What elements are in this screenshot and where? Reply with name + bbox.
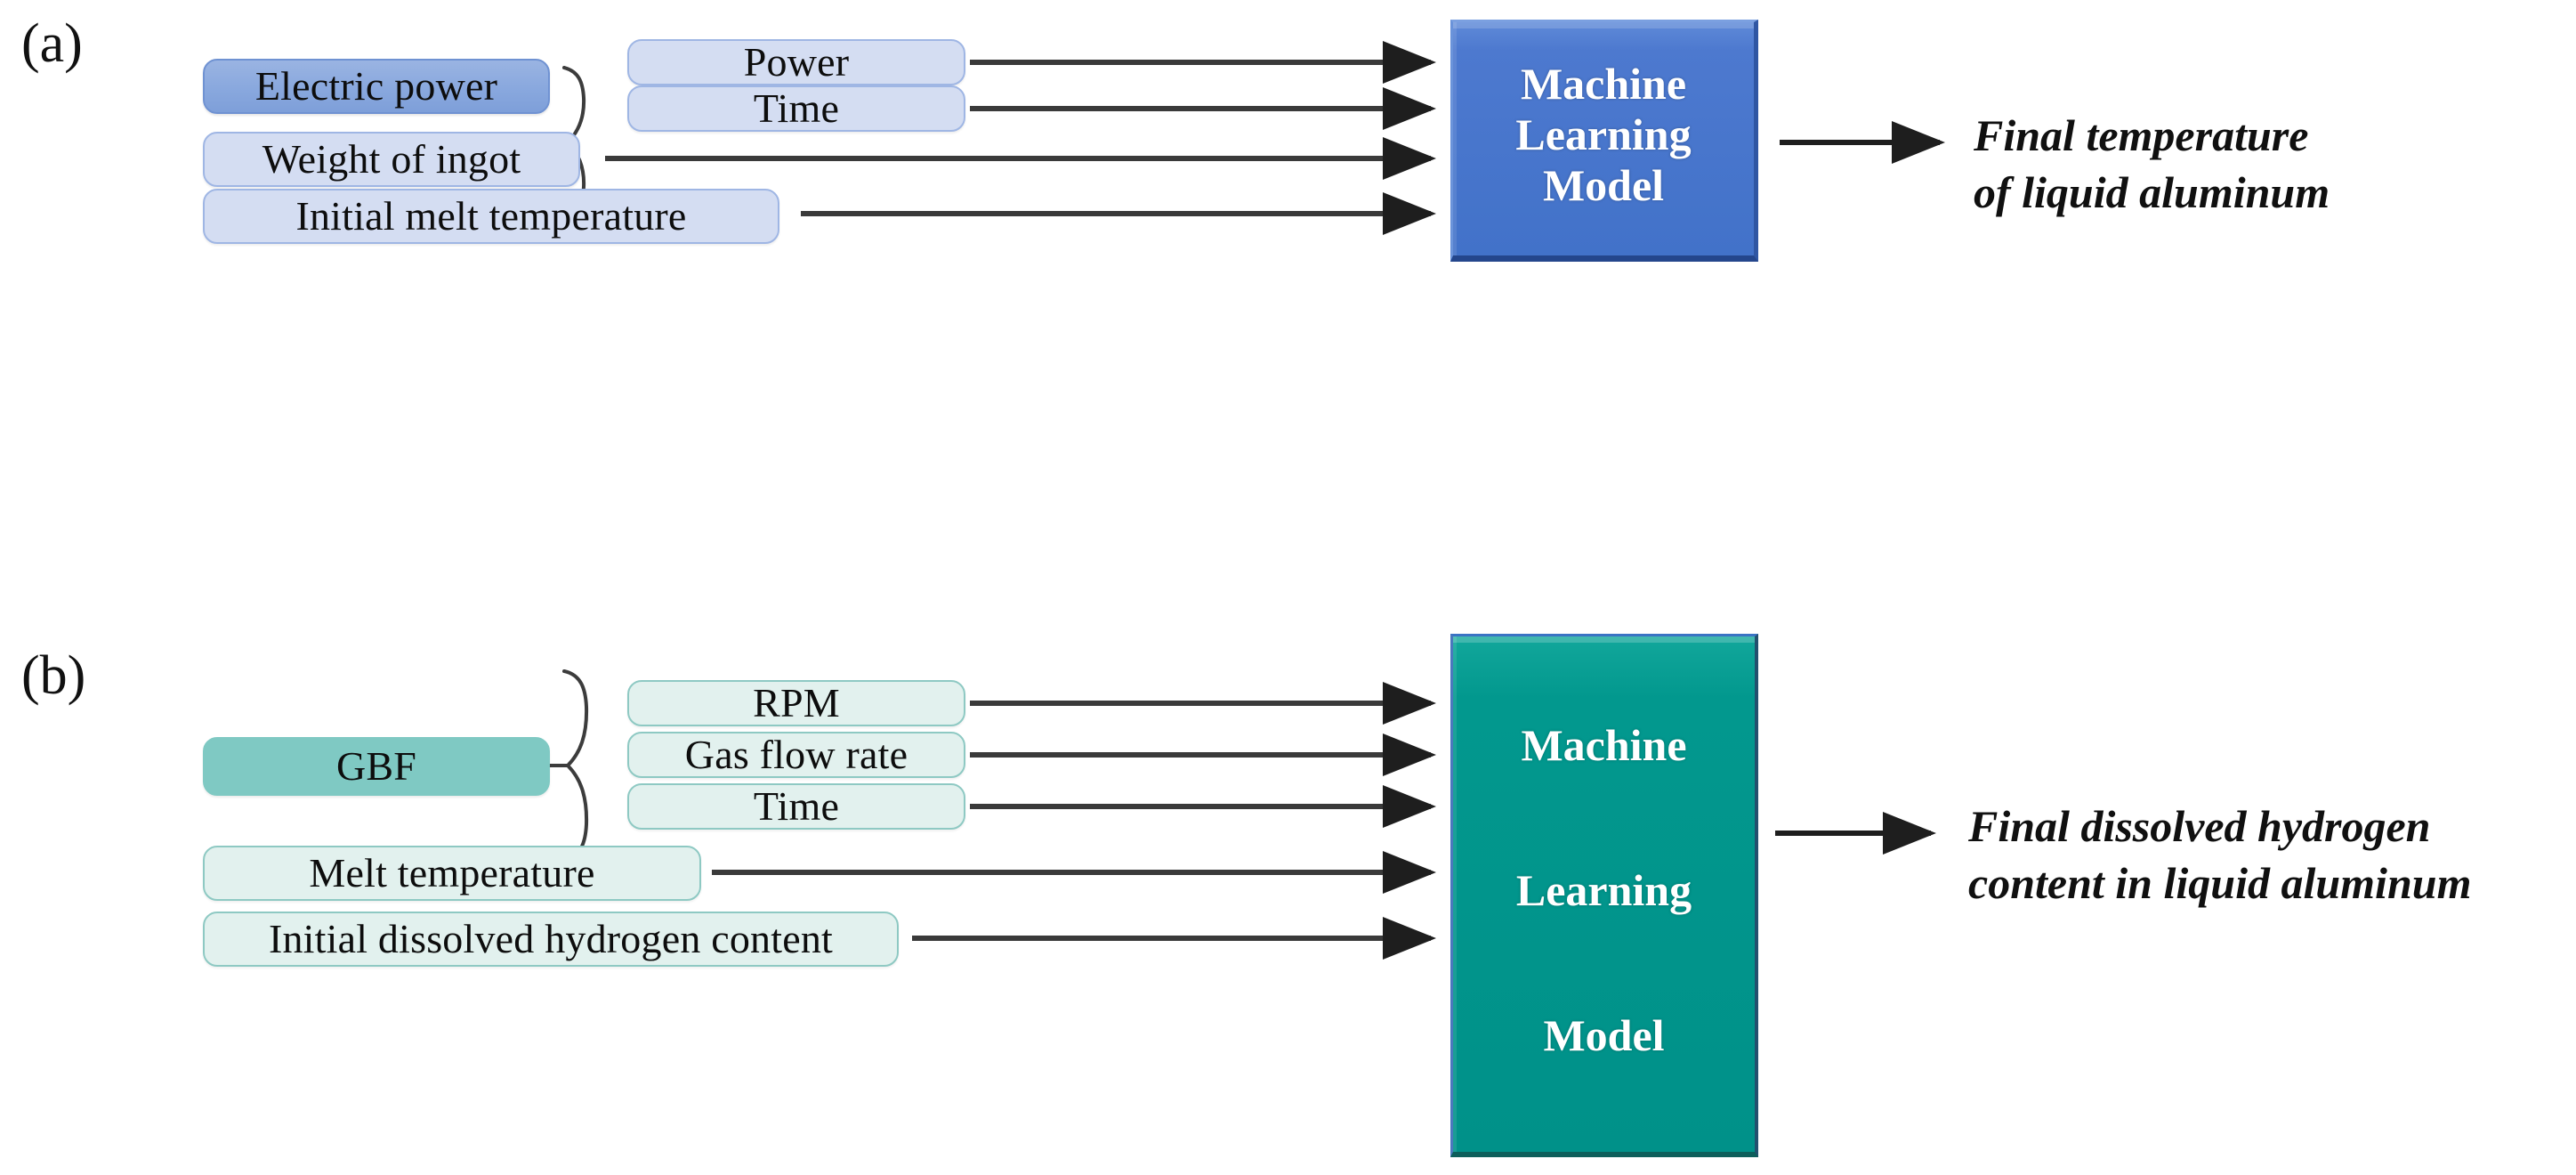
panel-a-child-label-power: Power <box>743 39 850 85</box>
panel-b-ml-line-2: Learning <box>1515 864 1692 915</box>
panel-b-input-label-initial-dissolved-hydrogen-content: Initial dissolved hydrogen content <box>268 916 834 961</box>
panel-b-label: (b) <box>21 645 86 706</box>
panel-a-ml-line-2: Learning <box>1515 109 1692 159</box>
panel-b-child-chip-gas-flow-rate[interactable]: Gas flow rate <box>627 732 965 778</box>
panel-b-child-label-time: Time <box>753 783 840 829</box>
panel-b-group-chip[interactable]: GBF <box>203 737 550 796</box>
panel-b-group-label: GBF <box>335 743 417 789</box>
panel-a-input-chip-initial-melt-temperature[interactable]: Initial melt temperature <box>203 189 779 244</box>
panel-b-output-text: Final dissolved hydrogen content in liqu… <box>1968 801 2472 908</box>
panel-a-input-label-weight: Weight of ingot <box>262 136 521 182</box>
panel-b: (b) GBF RPM Gas flow rate Time <box>0 588 2576 1175</box>
panel-b-input-chip-initial-dissolved-hydrogen-content[interactable]: Initial dissolved hydrogen content <box>203 912 899 967</box>
panel-b-child-label-gas-flow-rate: Gas flow rate <box>684 732 908 777</box>
panel-b-ml-model-box: Machine Learning Model <box>1450 634 1758 1157</box>
panel-a-input-chip-weight[interactable]: Weight of ingot <box>203 132 580 187</box>
panel-a-group-label: Electric power <box>254 63 498 109</box>
panel-a-ml-line-1: Machine <box>1520 58 1687 109</box>
panel-b-child-chip-rpm[interactable]: RPM <box>627 680 965 726</box>
panel-b-ml-line-1: Machine <box>1521 719 1687 770</box>
panel-a-ml-model-box: Machine Learning Model <box>1450 20 1758 262</box>
panel-a-child-chip-power[interactable]: Power <box>627 39 965 85</box>
panel-b-child-label-rpm: RPM <box>753 680 840 725</box>
panel-b-ml-line-3: Model <box>1543 1009 1665 1060</box>
panel-b-child-chip-time[interactable]: Time <box>627 783 965 830</box>
panel-b-input-label-melt-temperature: Melt temperature <box>309 850 595 895</box>
panel-a-child-chip-time[interactable]: Time <box>627 85 965 132</box>
panel-a-output-text: Final temperature of liquid aluminum <box>1974 110 2330 217</box>
panel-a: (a) Electric power Power Time Weight o <box>21 13 2330 262</box>
panel-a-label: (a) <box>21 13 83 74</box>
panel-a-ml-line-3: Model <box>1542 160 1665 211</box>
panel-a-group-chip[interactable]: Electric power <box>203 59 550 114</box>
panel-b-input-chip-melt-temperature[interactable]: Melt temperature <box>203 846 701 901</box>
panel-a-input-label-initial-melt-temperature: Initial melt temperature <box>295 193 687 239</box>
panel-a-child-label-time: Time <box>753 85 840 131</box>
